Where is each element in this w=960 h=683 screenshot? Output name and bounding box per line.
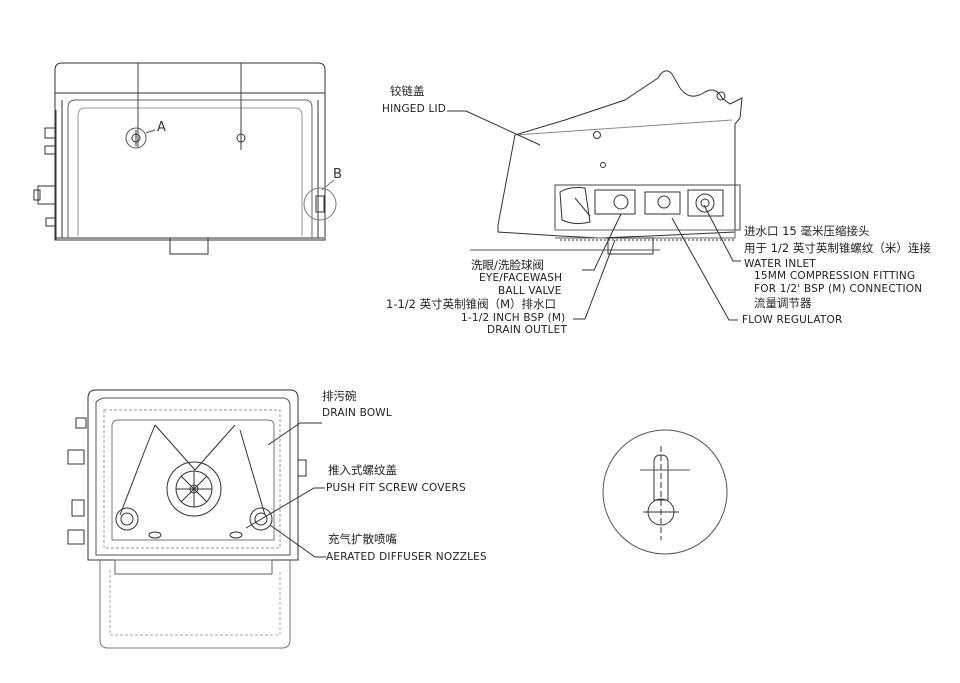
water-inlet-label-cn-2: 用于 1/2 英寸英制锥螺纹（米）连接 xyxy=(744,241,931,255)
drain-bowl-label-cn: 排污碗 xyxy=(322,389,357,403)
drain-bowl-label-en: DRAIN BOWL xyxy=(322,407,392,419)
mark-b: B xyxy=(333,167,342,182)
water-inlet-label-en-1: WATER INLET xyxy=(744,258,816,270)
bottom-view xyxy=(67,389,307,649)
nozzles-label-en: AERATED DIFFUSER NOZZLES xyxy=(326,551,487,563)
leader-lines xyxy=(447,110,741,321)
flow-regulator-label-en: FLOW REGULATOR xyxy=(742,314,843,326)
side-view xyxy=(470,70,743,255)
front-view xyxy=(33,62,337,255)
screw-covers-label-en: PUSH FIT SCREW COVERS xyxy=(326,482,466,494)
drain-outlet-label-cn: 1-1/2 英寸英制锥阀（M）排水口 xyxy=(386,297,557,311)
leader-lines-bottom xyxy=(245,422,326,558)
detail-view xyxy=(602,429,728,555)
drain-outlet-label-en-1: 1-1/2 INCH BSP (M) xyxy=(461,312,566,324)
flow-regulator-label-cn: 流量调节器 xyxy=(754,296,812,310)
ball-valve-label-en-2: BALL VALVE xyxy=(498,285,562,297)
water-inlet-label-cn-1: 进水口 15 毫米压缩接头 xyxy=(744,224,870,238)
water-inlet-label-en-3: FOR 1/2' BSP (M) CONNECTION xyxy=(754,283,923,295)
screw-covers-label-cn: 推入式螺纹盖 xyxy=(328,463,397,477)
nozzles-label-cn: 充气扩散喷嘴 xyxy=(328,532,397,546)
mark-a: A xyxy=(157,120,166,135)
drain-outlet-label-en-2: DRAIN OUTLET xyxy=(487,324,568,336)
ball-valve-label-cn: 洗眼/洗脸球阀 xyxy=(471,258,544,272)
hinged-lid-label-cn: 铰链盖 xyxy=(390,84,425,98)
hinged-lid-label-en: HINGED LID xyxy=(382,103,447,115)
water-inlet-label-en-2: 15MM COMPRESSION FITTING xyxy=(754,270,916,282)
ball-valve-label-en-1: EYE/FACEWASH xyxy=(479,272,563,284)
